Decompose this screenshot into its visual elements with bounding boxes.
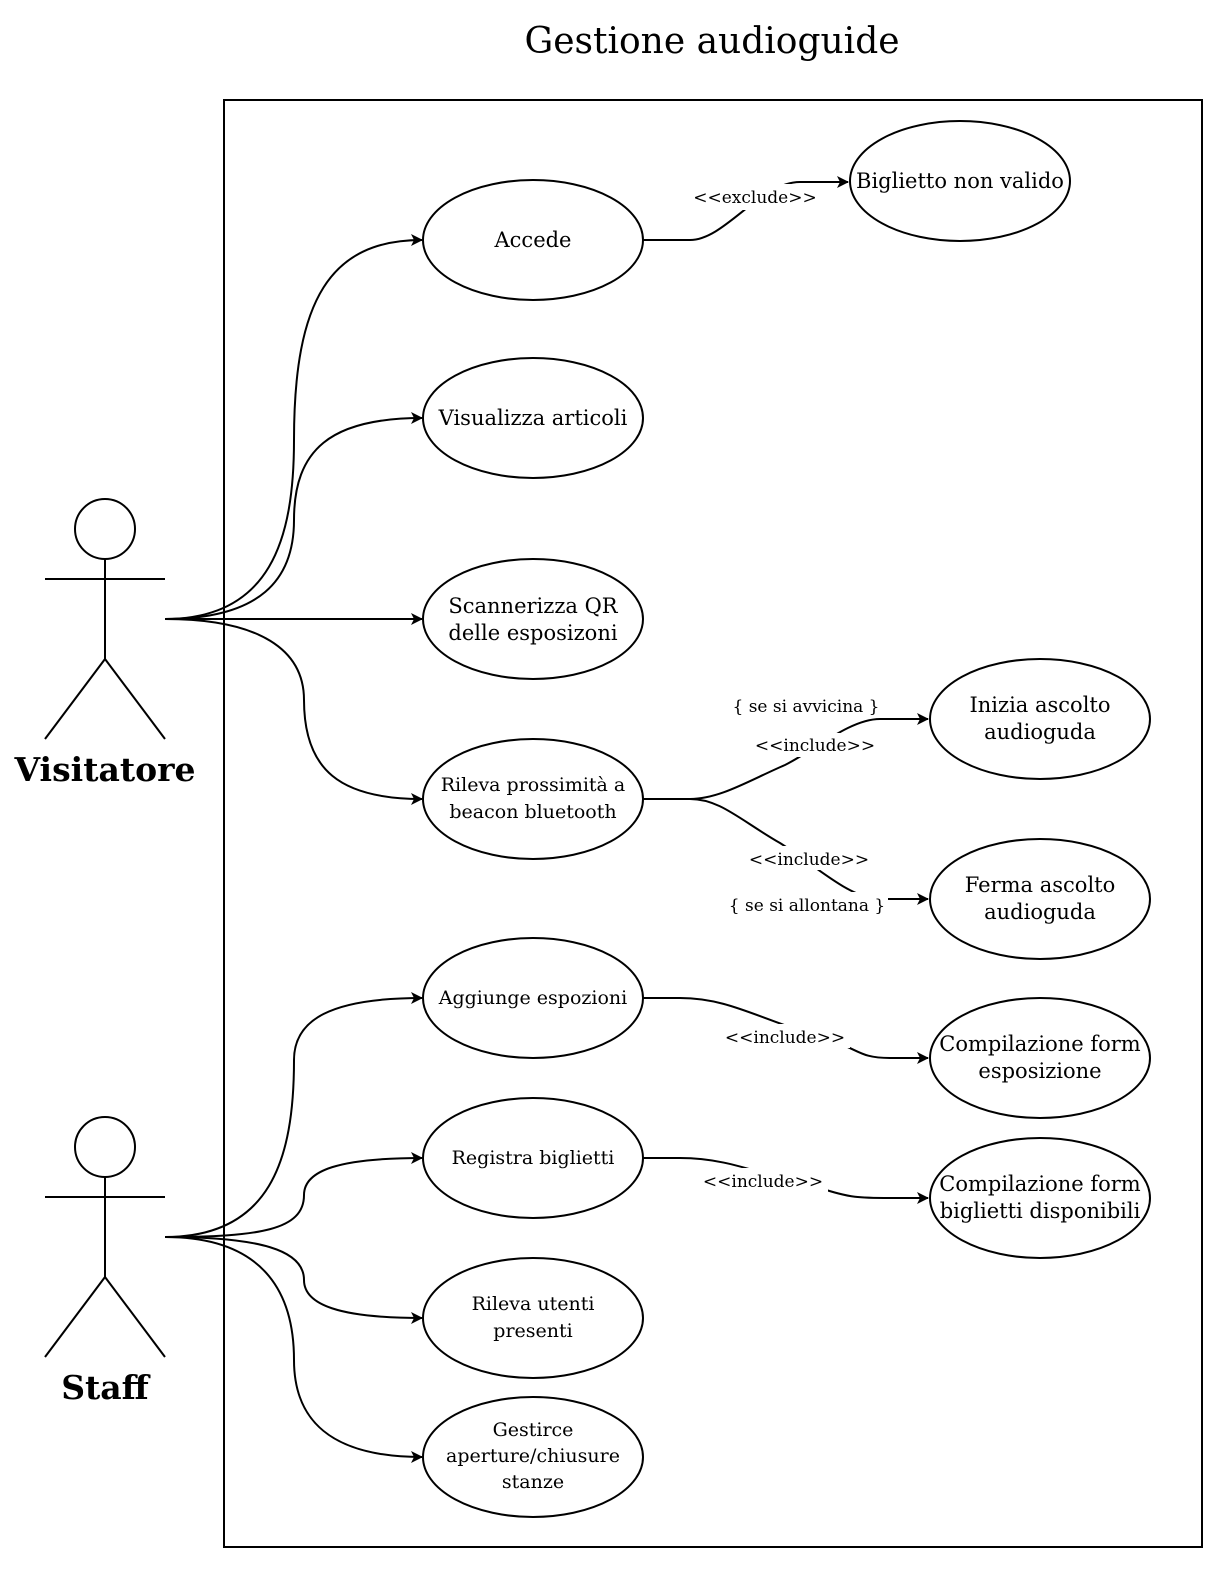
usecase-label-line2: beacon bluetooth — [449, 801, 616, 823]
usecase-label-line1: Compilazione form — [939, 1172, 1141, 1196]
usecase-compilazione-form-biglietti[interactable]: Compilazione form biglietti disponibili — [929, 1137, 1151, 1259]
usecase-aggiunge-espozioni[interactable]: Aggiunge espozioni — [422, 937, 644, 1059]
usecase-label-line1: Rileva utenti — [472, 1293, 595, 1315]
actor-staff-label: Staff — [61, 1368, 150, 1407]
assoc-visitatore-rileva — [164, 618, 423, 805]
rel-include-ferma-label: <<include>> — [749, 850, 869, 870]
assoc-visitatore-accede — [164, 234, 423, 620]
rel-include-esposizione-label: <<include>> — [725, 1028, 845, 1048]
usecase-accede[interactable]: Accede — [422, 179, 644, 301]
assoc-visitatore-visualizza — [164, 412, 423, 620]
usecase-label: Registra biglietti — [452, 1147, 615, 1169]
usecase-label-line1: Compilazione form — [939, 1032, 1141, 1056]
usecase-label-line1: Rileva prossimità a — [441, 774, 626, 796]
usecase-gestirce-aperture[interactable]: Gestirce aperture/chiusure stanze — [422, 1396, 644, 1518]
usecase-label-line1: Inizia ascolto — [969, 693, 1110, 717]
usecase-label-line2: aperture/chiusure — [446, 1445, 620, 1467]
actor-visitatore[interactable]: Visitatore — [14, 498, 196, 789]
usecase-registra-biglietti[interactable]: Registra biglietti — [422, 1097, 644, 1219]
rel-include-inizia-line — [643, 713, 929, 800]
usecase-visualizza-articoli[interactable]: Visualizza articoli — [422, 357, 644, 479]
rel-exclude-label: <<exclude>> — [693, 188, 816, 208]
assoc-staff-rileva-utenti — [164, 1236, 423, 1324]
usecase-label-line2: audioguda — [984, 720, 1096, 744]
assoc-staff-registra — [164, 1152, 423, 1238]
usecase-scannerizza-qr[interactable]: Scannerizza QR delle esposizoni — [422, 558, 644, 680]
usecase-label: Accede — [494, 228, 572, 252]
actor-head — [74, 1116, 136, 1178]
usecase-label: Biglietto non valido — [856, 169, 1064, 193]
usecase-rileva-utenti[interactable]: Rileva utenti presenti — [422, 1257, 644, 1379]
usecase-label-line2: audioguda — [984, 900, 1096, 924]
usecase-label-line1: Scannerizza QR — [448, 594, 618, 618]
usecase-biglietto-non-valido[interactable]: Biglietto non valido — [849, 120, 1071, 242]
diagram-title: Gestione audioguide — [524, 21, 899, 62]
assoc-staff-gestirce — [164, 1236, 423, 1463]
usecase-label-line1: Ferma ascolto — [965, 873, 1116, 897]
usecase-inizia-ascolto[interactable]: Inizia ascolto audioguda — [929, 658, 1151, 780]
usecase-label-line1: Gestirce — [493, 1419, 574, 1441]
usecase-compilazione-form-esposizione[interactable]: Compilazione form esposizione — [929, 997, 1151, 1119]
usecase-label-line2: esposizione — [978, 1059, 1101, 1083]
usecase-label: Aggiunge espozioni — [438, 987, 627, 1009]
rel-exclude-line — [643, 176, 849, 241]
usecase-label-line3: stanze — [502, 1471, 564, 1493]
rel-cond-avvicina: { se si avvicina } — [732, 697, 879, 717]
usecase-label-line2: biglietti disponibili — [940, 1199, 1141, 1223]
usecase-rileva-prossimita[interactable]: Rileva prossimità a beacon bluetooth — [422, 738, 644, 860]
usecase-label-line2: presenti — [493, 1320, 572, 1342]
usecase-ferma-ascolto[interactable]: Ferma ascolto audioguda — [929, 838, 1151, 960]
rel-include-biglietti-label: <<include>> — [703, 1172, 823, 1192]
actor-visitatore-label: Visitatore — [14, 750, 196, 789]
usecase-label: Visualizza articoli — [438, 406, 628, 430]
system-boundary — [223, 99, 1203, 1548]
actor-head — [74, 498, 136, 560]
rel-cond-allontana: { se si allontana } — [729, 896, 885, 916]
usecase-label-line2: delle esposizoni — [448, 621, 617, 645]
actor-staff[interactable]: Staff — [44, 1116, 166, 1407]
rel-include-inizia-label: <<include>> — [755, 736, 875, 756]
assoc-staff-aggiunge — [164, 992, 423, 1238]
